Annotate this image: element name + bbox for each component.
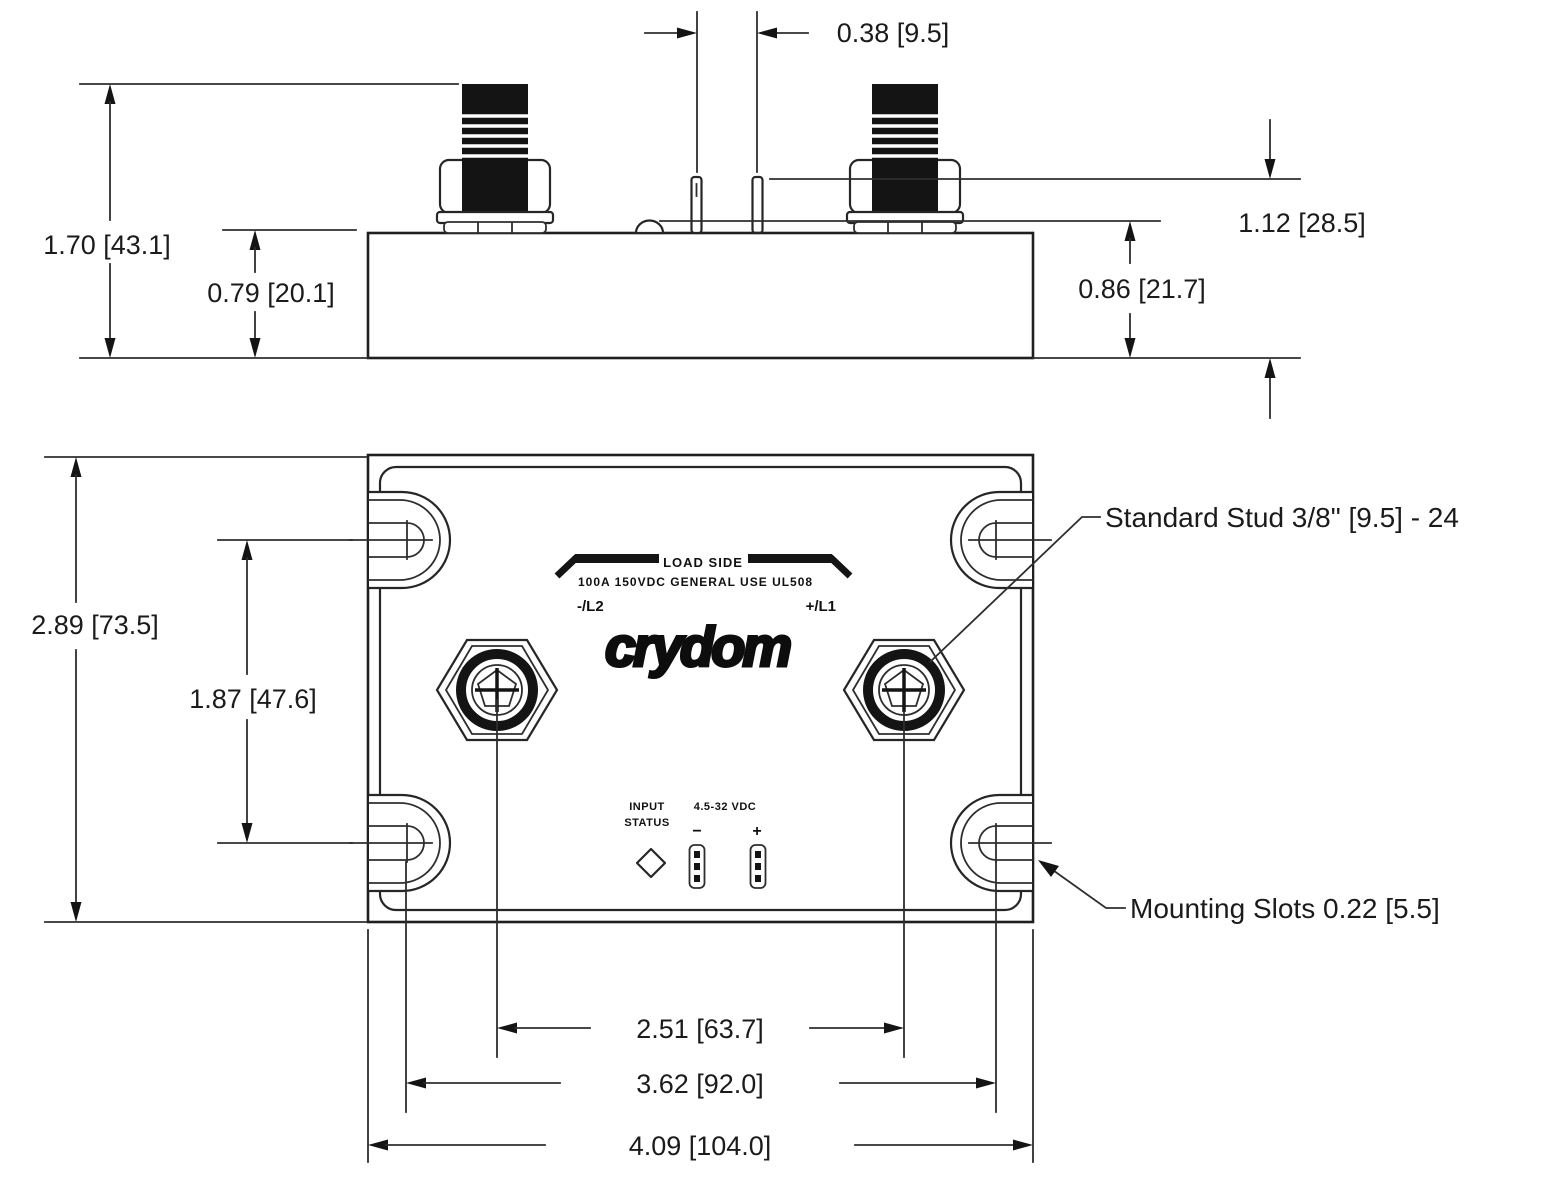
side-left-stud <box>435 84 555 234</box>
arrowhead <box>70 457 82 477</box>
right-threaded-stud <box>872 84 938 213</box>
arrowhead <box>1264 358 1276 378</box>
load-side-label: LOAD SIDE <box>663 555 743 570</box>
mounting-slots-label: Mounting Slots 0.22 [5.5] <box>1130 893 1440 924</box>
dim-label-overall-height: 1.70 [43.1] <box>43 230 171 260</box>
neg-terminal-label: -/L2 <box>577 598 604 615</box>
plus-label: + <box>752 823 761 840</box>
dim-base-height: 0.79 [20.1] <box>207 229 357 358</box>
arrowhead <box>368 1139 388 1151</box>
arrowhead <box>1264 159 1276 179</box>
arrowhead <box>104 338 116 358</box>
brand-logo: crydom <box>605 615 790 678</box>
arrowhead <box>757 27 777 39</box>
leader-line <box>1041 861 1126 909</box>
arrowhead <box>241 540 253 560</box>
dim-stud-height: 1.12 [28.5] <box>769 119 1366 419</box>
status-led <box>635 847 667 879</box>
arrowhead <box>1124 221 1136 241</box>
arrowhead <box>104 84 116 104</box>
pos-terminal-label: +/L1 <box>806 598 836 615</box>
bottom-view-inner-outline <box>378 465 1023 912</box>
mounting-slot-bottom-right <box>949 793 1052 893</box>
left-thread-lines <box>462 114 528 158</box>
dim-label-slot-horizontal: 3.62 [92.0] <box>636 1069 764 1099</box>
arrowhead <box>884 1022 904 1034</box>
mounting-slot-top-left <box>349 490 452 590</box>
arrowhead <box>249 230 261 250</box>
left-threaded-stud <box>462 84 528 213</box>
dim-label-terminal-height: 0.86 [21.7] <box>1078 274 1206 304</box>
arrowhead <box>1013 1139 1033 1151</box>
banner-end-right <box>827 554 853 579</box>
leader-line <box>928 516 1101 664</box>
input-label: INPUT <box>629 801 665 813</box>
right-thread-lines <box>872 114 938 158</box>
dim-label-stud-height: 1.12 [28.5] <box>1238 208 1366 238</box>
device-printing: LOAD SIDE 100A 150VDC GENERAL USE UL508 … <box>554 554 853 889</box>
led-dome-side <box>634 219 665 235</box>
banner-bar-right <box>748 554 832 563</box>
dim-overall-height: 1.70 [43.1] <box>43 83 459 358</box>
standard-stud-label: Standard Stud 3/8" [9.5] - 24 <box>1105 502 1459 533</box>
arrowhead <box>677 27 697 39</box>
dim-label-base-height: 0.79 [20.1] <box>207 278 335 308</box>
arrowhead <box>406 1077 426 1089</box>
left-lock-washer <box>443 221 547 234</box>
arrowhead <box>1124 338 1136 358</box>
dim-label-overall-depth: 2.89 [73.5] <box>31 610 159 640</box>
right-lock-washer <box>853 221 957 234</box>
dim-overall-width: 4.09 [104.0] <box>368 1131 1033 1161</box>
rating-label: 100A 150VDC GENERAL USE UL508 <box>578 575 813 589</box>
dim-label-stud-spacing: 2.51 [63.7] <box>636 1014 764 1044</box>
arrowhead <box>1038 860 1059 877</box>
side-view: 0.38 [9.5] 1.70 [43.1] 0.79 [20.1] <box>43 11 1366 419</box>
side-view-body <box>366 231 1035 360</box>
status-label: STATUS <box>624 817 669 829</box>
dim-pin-spacing: 0.38 [9.5] <box>644 11 950 173</box>
dim-label-slot-vertical: 1.87 [47.6] <box>189 684 317 714</box>
power-stud-right <box>842 638 966 742</box>
arrowhead <box>241 823 253 843</box>
arrowhead <box>249 338 261 358</box>
callout-standard-stud: Standard Stud 3/8" [9.5] - 24 <box>928 502 1459 664</box>
mounting-slot-bottom-left <box>349 793 452 893</box>
control-pin-left <box>690 175 703 235</box>
power-stud-left <box>435 638 559 742</box>
dim-overall-depth: 2.89 [73.5] <box>31 456 367 923</box>
dim-terminal-height: 0.86 [21.7] <box>659 220 1206 358</box>
banner-end-left <box>554 554 580 579</box>
control-pin-right <box>751 175 764 235</box>
arrowhead <box>70 902 82 922</box>
control-voltage-label: 4.5-32 VDC <box>694 801 756 813</box>
side-right-stud <box>845 84 965 234</box>
callout-mounting-slots: Mounting Slots 0.22 [5.5] <box>1038 860 1440 924</box>
banner-bar-left <box>575 554 659 563</box>
input-terminal-plus <box>749 844 767 889</box>
minus-label: − <box>692 823 701 840</box>
dim-slot-horizontal-spacing: 3.62 [92.0] <box>406 1069 996 1099</box>
bottom-view: LOAD SIDE 100A 150VDC GENERAL USE UL508 … <box>31 453 1052 1163</box>
dim-slot-vertical-spacing: 1.87 [47.6] <box>189 539 353 844</box>
arrowhead <box>497 1022 517 1034</box>
dim-label-overall-width: 4.09 [104.0] <box>629 1131 772 1161</box>
dim-stud-spacing: 2.51 [63.7] <box>497 1014 904 1044</box>
mounting-slot-top-right <box>949 490 1052 590</box>
arrowhead <box>976 1077 996 1089</box>
input-terminal-minus <box>688 844 706 889</box>
dim-label-pin-spacing: 0.38 [9.5] <box>837 18 950 48</box>
